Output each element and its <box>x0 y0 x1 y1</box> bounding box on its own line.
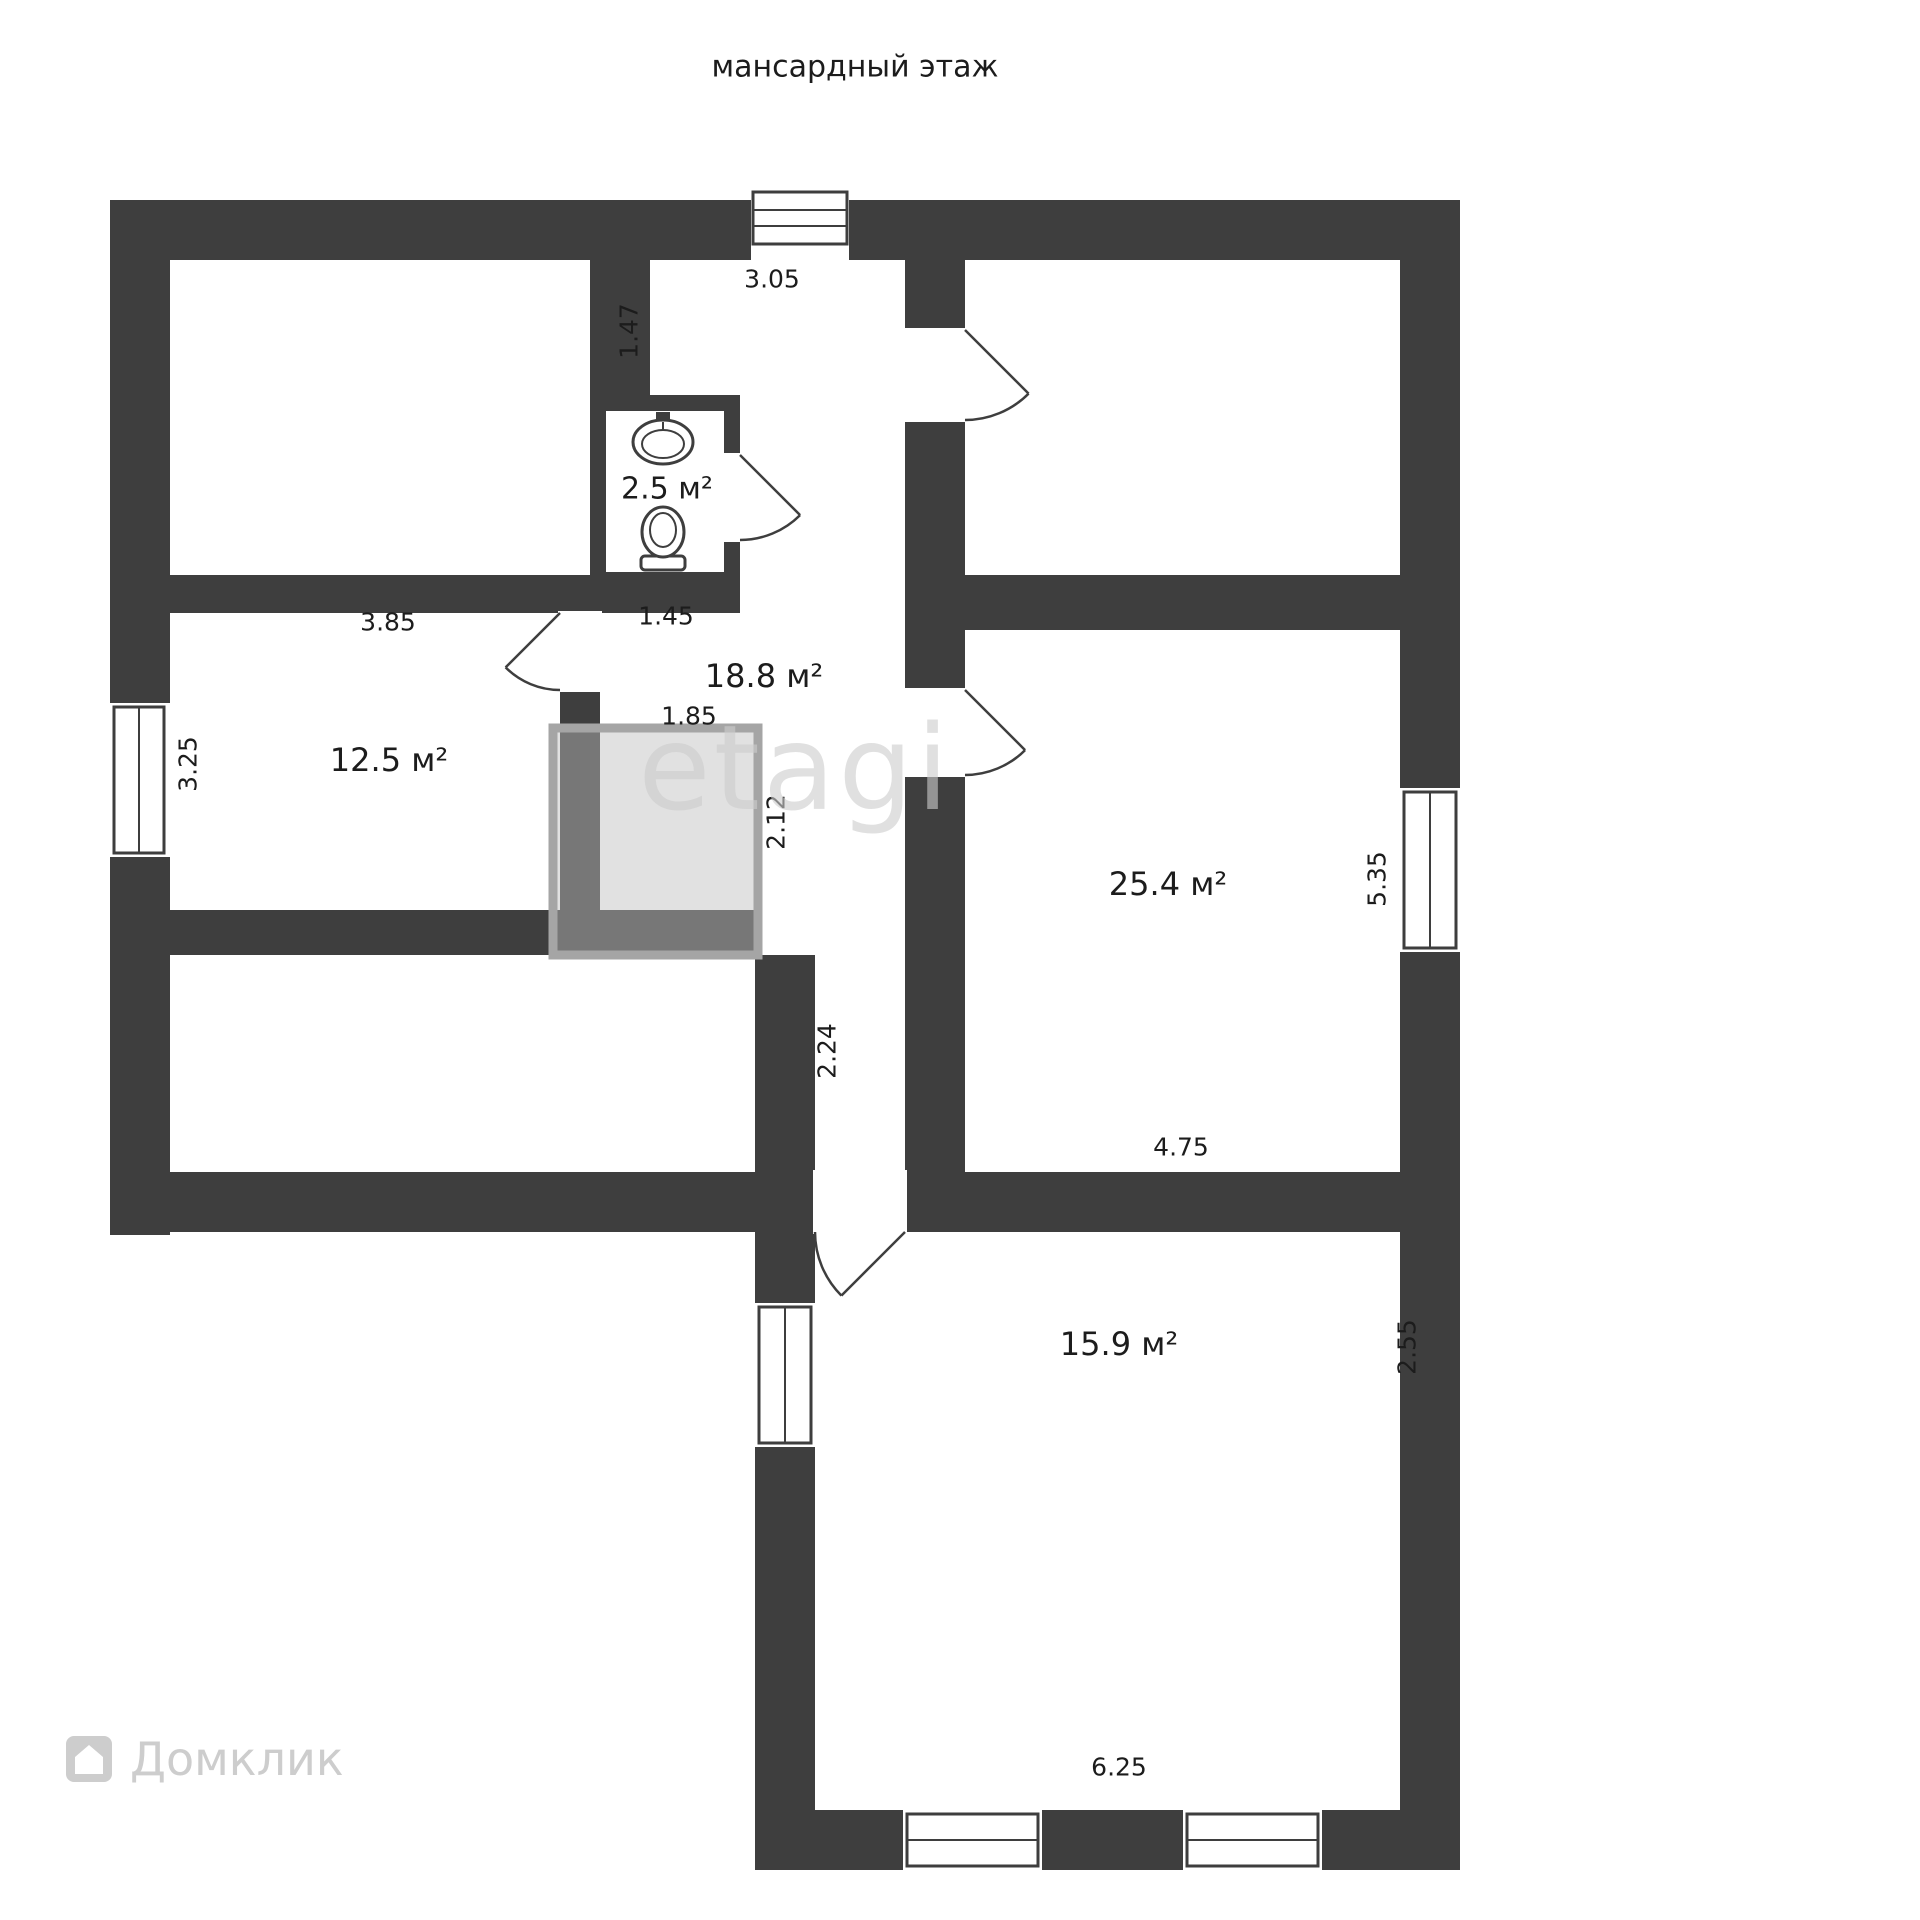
dimension-label-corridor-length: 2.24 <box>812 1023 842 1079</box>
wall-bath-left <box>590 395 606 610</box>
page-title: мансардный этаж <box>711 49 999 85</box>
window-right <box>1398 788 1462 952</box>
wall-bath-top <box>590 395 740 411</box>
room-area-label-hall: 18.8 м² <box>704 657 824 695</box>
wall-bottom-main <box>110 1172 815 1232</box>
entrance-door-top <box>751 190 849 262</box>
wall-right-lower <box>1400 950 1460 1870</box>
wall-int-hall-right-b <box>905 420 965 690</box>
wall-ext-left-upper <box>755 1232 815 1305</box>
wall-int-between-right-rooms <box>935 575 1400 630</box>
room-area-label-right: 25.4 м² <box>1108 865 1228 903</box>
room-area-label-bathroom: 2.5 м² <box>621 471 713 507</box>
door-room-left <box>504 611 602 692</box>
wall-left-upper <box>110 200 170 705</box>
door-room-bottom <box>813 1170 907 1297</box>
wall-right-upper <box>1400 200 1460 790</box>
window-bottom-2 <box>1183 1808 1322 1872</box>
room-area-label-left: 12.5 м² <box>329 741 449 779</box>
dimension-label-stairs-width: 1.85 <box>661 701 717 731</box>
wall-top-left <box>110 200 755 260</box>
door-bathroom <box>722 453 801 542</box>
dimension-label-room-bottom-width: 6.25 <box>1091 1752 1147 1782</box>
dimension-label-room-bottom-side: 2.55 <box>1392 1319 1422 1375</box>
wall-int-hall-right-a <box>905 260 965 330</box>
sink-icon <box>631 412 695 466</box>
dimension-label-top-entrance: 3.05 <box>744 264 800 294</box>
wall-int-topleft-stub <box>590 260 650 395</box>
dimension-label-room-left-height: 3.25 <box>173 736 203 792</box>
wall-ext-left-lower <box>755 1445 815 1810</box>
wall-int-corridor-left <box>755 955 815 1177</box>
watermark-domclick: Домклик <box>62 1732 344 1786</box>
dimension-label-room-right-width: 4.75 <box>1153 1132 1209 1162</box>
walls <box>110 200 1460 1870</box>
room-area-label-bottom: 15.9 м² <box>1059 1325 1179 1363</box>
window-left <box>108 703 172 857</box>
dimension-label-bathroom-width: 1.45 <box>638 601 694 631</box>
door-room-top-right <box>903 328 1030 422</box>
watermark-domclick-text: Домклик <box>130 1732 344 1786</box>
wall-int-below-topleft <box>110 575 590 613</box>
dimension-label-room-right-height: 5.35 <box>1362 851 1392 907</box>
wall-top-right <box>845 200 1460 260</box>
wall-int-hall-right-c <box>905 775 965 1173</box>
window-bottom-1 <box>903 1808 1042 1872</box>
door-room-right <box>903 688 1026 777</box>
dimension-label-hall-top-segment: 1.47 <box>614 303 644 359</box>
wall-ext-bottom-2 <box>1040 1810 1185 1870</box>
wall-bath-right-a <box>724 395 740 455</box>
wall-ext-bottom-3 <box>1320 1810 1460 1870</box>
dimension-label-room-left-width: 3.85 <box>360 607 416 637</box>
window-ext-left <box>753 1303 817 1447</box>
toilet-icon <box>639 505 687 572</box>
wall-int-below-roomleft <box>110 910 760 955</box>
wall-int-below-roomright <box>905 1172 1460 1232</box>
stairs-area <box>548 723 763 960</box>
wall-bath-bottom <box>590 572 740 613</box>
watermark-etagi: etagi <box>638 699 952 837</box>
wall-ext-bottom-1 <box>755 1810 905 1870</box>
domclick-logo-icon <box>66 1736 112 1782</box>
